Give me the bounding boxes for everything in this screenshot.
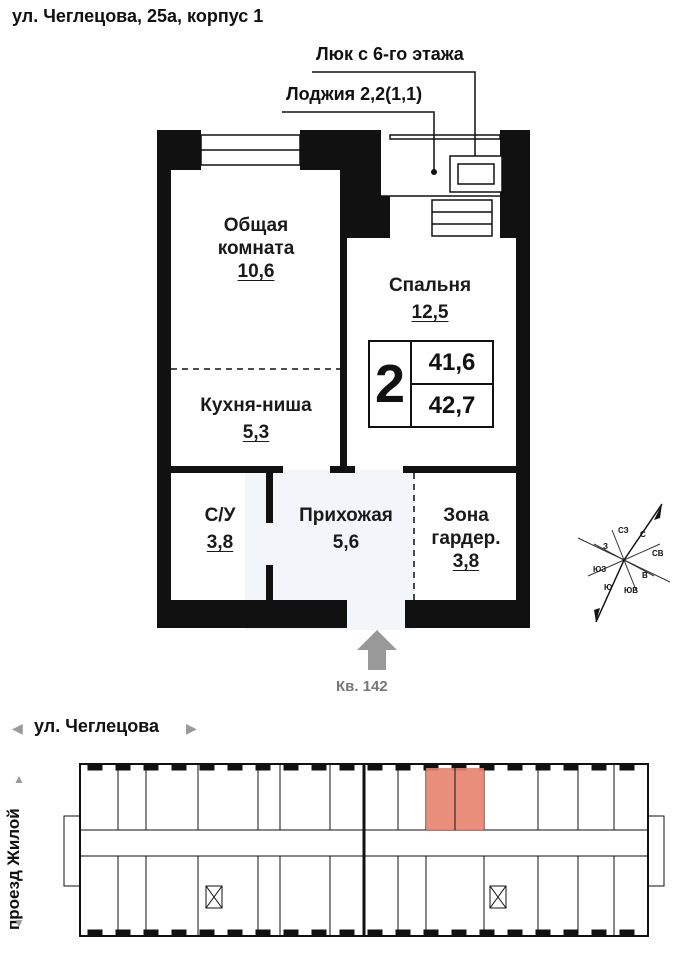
room-hallway: Прихожая 5,6: [299, 505, 393, 553]
floorplan-units: [87, 763, 635, 937]
compass-icon: [577, 503, 671, 623]
callout-leaders: [282, 71, 476, 172]
entrance-label: Кв. 142: [336, 678, 388, 695]
stairwells: [205, 885, 507, 909]
side-street-label: проезд Жилой: [4, 808, 23, 930]
entrance-arrow-icon: [357, 630, 397, 670]
room-bedroom: Спальня 12,5: [388, 275, 472, 323]
apartment-summary: 2 41,6 42,7: [368, 340, 494, 428]
compass-w: З: [603, 542, 608, 551]
compass-e: В: [642, 571, 648, 580]
rooms-count: 2: [370, 342, 412, 426]
total-area: 42,7: [428, 391, 476, 419]
floorplan-outline: [63, 763, 665, 937]
compass-se: ЮВ: [624, 586, 638, 595]
compass-sw: ЮЗ: [593, 565, 606, 574]
room-wardrobe: Зона гардер. 3,8: [431, 505, 501, 572]
street-left-arrow-icon: ◀: [12, 720, 23, 736]
loggia-hatch: [449, 155, 503, 193]
compass-ne: СВ: [652, 549, 664, 558]
street-right-arrow-icon: ▶: [186, 720, 197, 736]
room-bathroom: С/У 3,8: [204, 505, 236, 553]
apartment-plan: С СЗ СВ З В ЮЗ Ю ЮВ: [157, 71, 671, 670]
windows: [200, 134, 501, 166]
room-living: Общая комната 10,6: [217, 215, 295, 282]
side-street-up-arrow-icon: ▲: [13, 772, 25, 786]
living-area: 41,6: [412, 342, 492, 385]
compass-n: С: [640, 530, 646, 539]
side-street-down-arrow-icon: ▼: [13, 916, 25, 930]
compass-nw: СЗ: [618, 526, 629, 535]
loggia-radiator: [431, 199, 493, 237]
address-title: ул. Чеглецова, 25а, корпус 1: [12, 6, 264, 26]
loggia-callout: Лоджия 2,2(1,1): [286, 84, 423, 104]
walls: [157, 130, 530, 628]
building-floorplan: [63, 763, 665, 937]
compass-s: Ю: [604, 583, 612, 592]
street-label: ул. Чеглецова: [34, 716, 160, 736]
hatch-callout: Люк с 6-го этажа: [316, 44, 464, 64]
room-kitchen: Кухня-ниша 5,3: [200, 395, 312, 443]
